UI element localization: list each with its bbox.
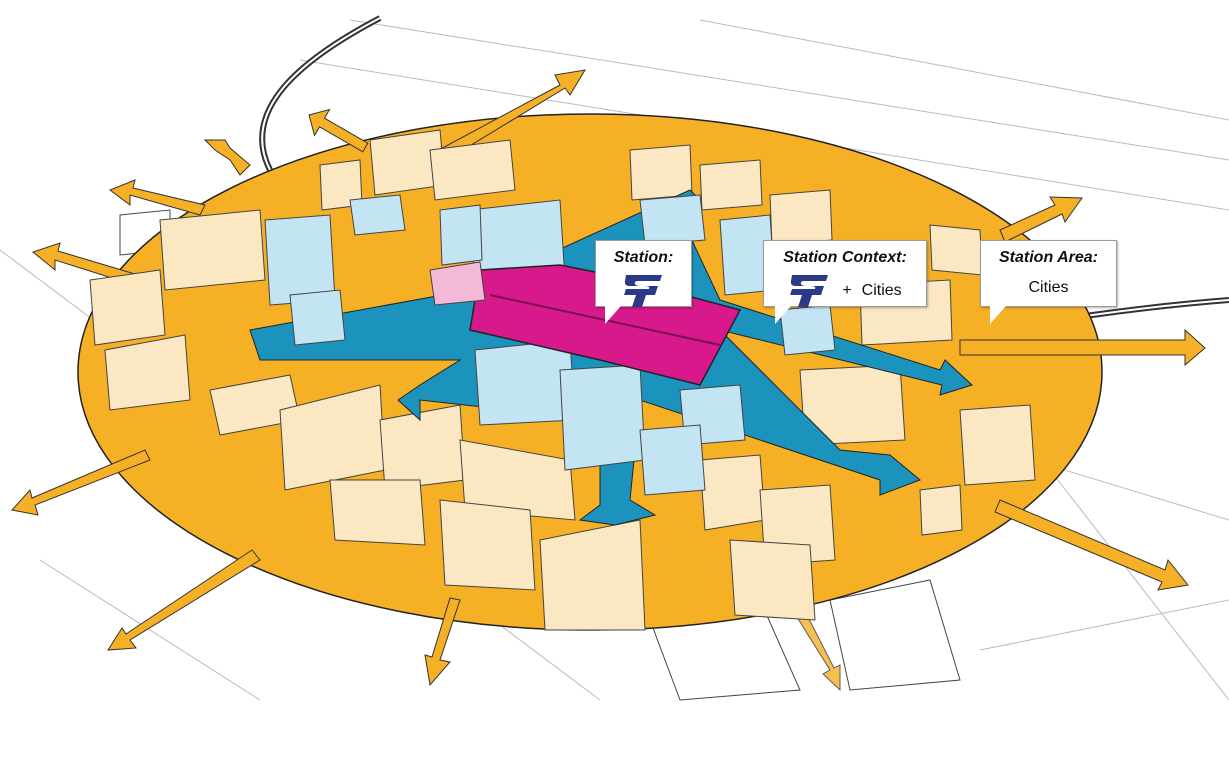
callout-station-area-text: Cities <box>1028 279 1069 296</box>
callout-station: Station: <box>595 240 692 307</box>
plus-sign: + <box>842 282 852 299</box>
callout-station-context: Station Context: + Cities <box>763 240 927 307</box>
st-logo-icon <box>623 275 662 307</box>
callout-station-tail <box>605 306 621 324</box>
buildings <box>89 129 1036 631</box>
callout-station-context-tail <box>775 306 791 324</box>
station-area-arrows <box>11 69 1206 692</box>
context-buildings <box>264 194 836 496</box>
callout-station-context-text: Cities <box>861 282 902 299</box>
callout-station-context-title: Station Context: <box>783 249 907 266</box>
callout-station-area-title: Station Area: <box>999 249 1098 266</box>
callout-station-area: Station Area: Cities <box>980 240 1117 307</box>
callout-station-title: Station: <box>613 249 674 266</box>
callout-station-area-tail <box>990 306 1006 324</box>
st-logo-icon <box>790 275 829 307</box>
